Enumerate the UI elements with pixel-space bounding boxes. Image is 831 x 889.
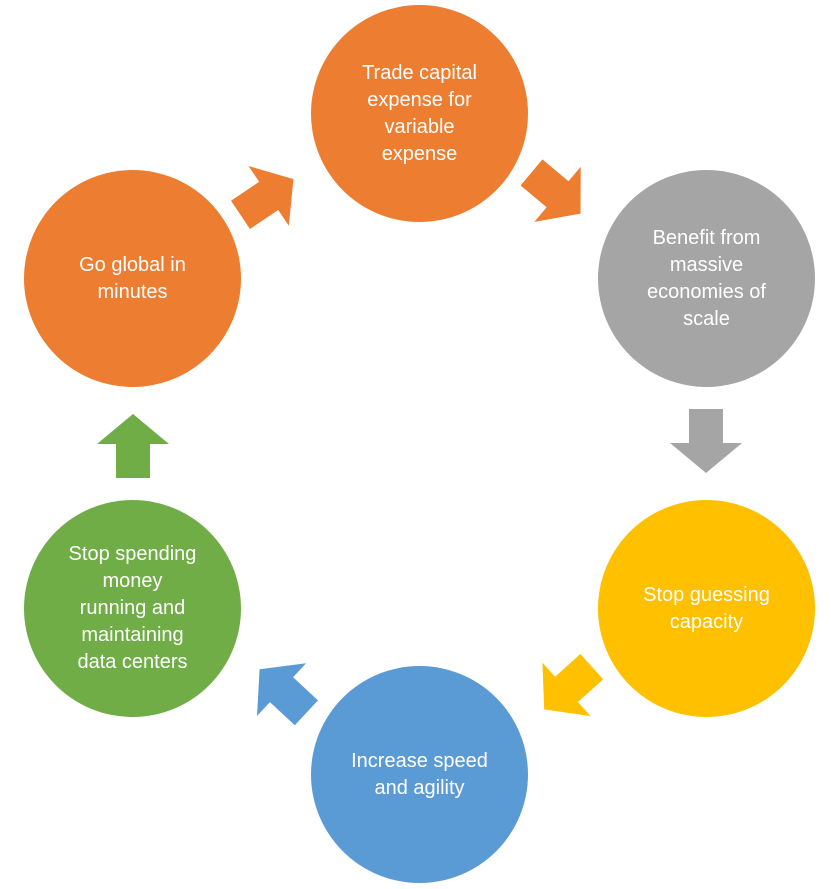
node-stop-spending-data-centers: Stop spending money running and maintain…: [24, 500, 241, 717]
arrow-speed-to-spending: [257, 663, 318, 726]
node-stop-spending-data-centers-label: Stop spending money running and maintain…: [68, 543, 197, 673]
node-benefit-economies-of-scale: Benefit from massive economies of scale: [598, 170, 815, 387]
node-stop-guessing-capacity: Stop guessing capacity: [598, 500, 815, 717]
node-go-global: Go global in minutes: [24, 170, 241, 387]
arrow-global-to-trade: [231, 166, 294, 229]
node-stop-guessing-capacity-label: Stop guessing capacity: [643, 583, 770, 633]
arrow-spending-to-global: [97, 414, 169, 478]
arrow-guessing-to-speed: [542, 654, 604, 717]
node-increase-speed-agility-label: Increase speed and agility: [351, 749, 488, 799]
node-increase-speed-agility: Increase speed and agility: [311, 666, 528, 883]
arrow-benefit-to-guessing: [670, 409, 742, 473]
node-trade-capital-expense-label: Trade capital expense for variable expen…: [362, 61, 477, 165]
node-go-global-label: Go global in minutes: [79, 253, 186, 303]
node-trade-capital-expense: Trade capital expense for variable expen…: [311, 5, 528, 222]
arrow-trade-to-benefit: [520, 159, 581, 222]
node-benefit-economies-of-scale-label: Benefit from massive economies of scale: [647, 226, 766, 330]
